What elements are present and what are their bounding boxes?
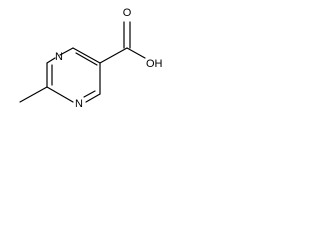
ring-nitrogen-top-label: N xyxy=(55,51,63,63)
hydroxyl-label: OH xyxy=(146,58,163,70)
bond-c7-n1 xyxy=(46,57,56,64)
bond-c4-n5 xyxy=(85,93,101,103)
bond-methyl xyxy=(19,86,48,103)
bond-c3-carboxyl xyxy=(99,47,128,64)
bond-c2-c3 xyxy=(72,47,101,64)
chemical-structure: N N O OH xyxy=(19,7,163,110)
bond-n5-c6 xyxy=(46,86,74,103)
bond-c2-c3-inner xyxy=(75,52,98,66)
carbonyl-oxygen-label: O xyxy=(123,7,132,19)
bond-c4-n5-inner xyxy=(83,90,96,98)
bond-c-oh xyxy=(126,47,146,59)
ring-nitrogen-bottom-label: N xyxy=(75,98,83,110)
bond-n1-c2 xyxy=(59,47,74,56)
